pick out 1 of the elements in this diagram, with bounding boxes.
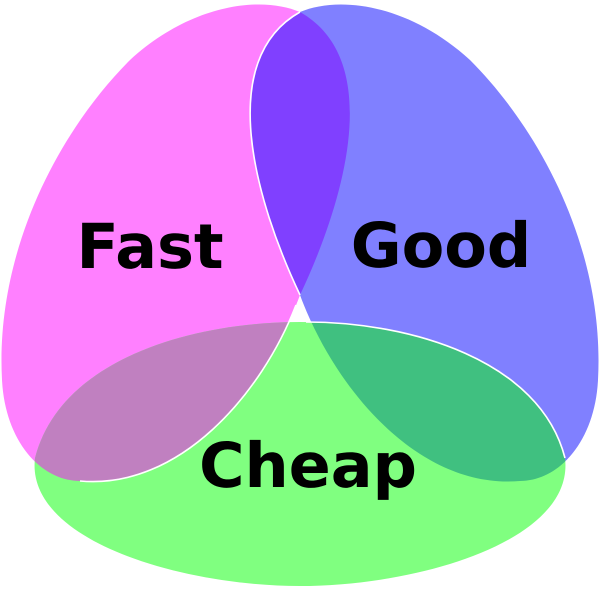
venn-petal: Cheap: [35, 304, 566, 586]
